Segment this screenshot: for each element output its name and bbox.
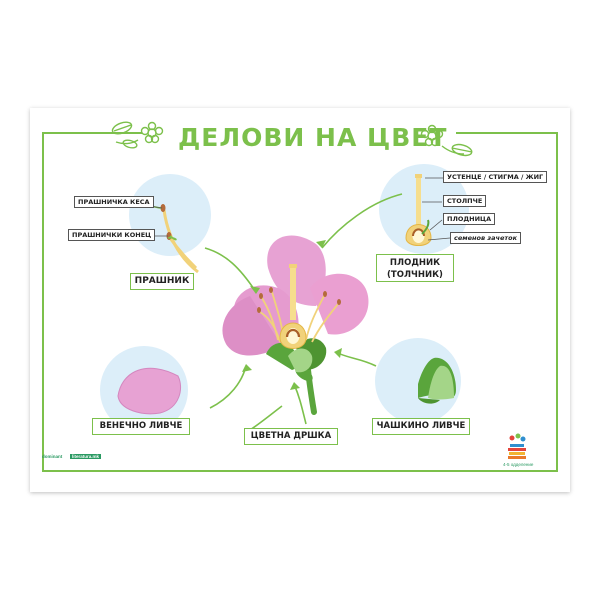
pistil-detail-illustration	[405, 174, 432, 246]
publisher-logo-right: literatura.mk	[70, 454, 102, 459]
right-ornament-icon	[420, 124, 473, 157]
label-stigma: УСТЕНЦЕ / СТИГМА / ЖИГ	[443, 171, 548, 183]
label-anther: ПРАШНИК	[130, 273, 194, 290]
decoration-layer	[111, 121, 473, 157]
anther-detail-illustration	[160, 204, 199, 274]
poster-frame	[42, 132, 558, 472]
publisher-books-icon	[508, 433, 526, 459]
poster-frame-top-left	[42, 132, 142, 134]
label-sepal: ЧАШКИНО ЛИВЧЕ	[372, 418, 470, 435]
left-ornament-icon	[111, 121, 164, 149]
anther-circle	[129, 174, 211, 256]
page-title: ДЕЛОВИ НА ЦВЕТ	[178, 123, 448, 152]
poster: ДЕЛОВИ НА ЦВЕТ	[30, 108, 570, 492]
label-ovule: семенов зачеток	[450, 232, 521, 244]
pistil-leader-lines	[135, 177, 451, 241]
publisher-logo-left: dominant	[42, 454, 63, 459]
sepal-illustration	[418, 357, 456, 404]
poster-frame-top-right	[456, 132, 556, 134]
label-pollen-sac: ПРАШНИЧКА КЕСА	[74, 196, 154, 208]
label-filament: ПРАШНИЧКИ КОНЕЦ	[68, 229, 156, 241]
connector-arrowheads	[242, 240, 342, 390]
single-petal-illustration	[117, 367, 182, 415]
illustration-layer	[117, 174, 526, 459]
label-pistil-line1: ПЛОДНИК	[389, 258, 441, 268]
main-flower-illustration	[222, 235, 369, 415]
grade-label: 4-5 одделение	[503, 462, 534, 467]
label-stalk: ЦВЕТНА ДРШКА	[244, 428, 338, 445]
label-petal: ВЕНЕЧНО ЛИВЧЕ	[92, 418, 190, 435]
label-style: СТОЛПЧЕ	[443, 195, 487, 207]
label-pistil: ПЛОДНИК (ТОЛЧНИК)	[376, 254, 454, 282]
label-ovary: ПЛОДНИЦА	[443, 213, 496, 225]
label-pistil-line2: (ТОЛЧНИК)	[387, 270, 443, 280]
